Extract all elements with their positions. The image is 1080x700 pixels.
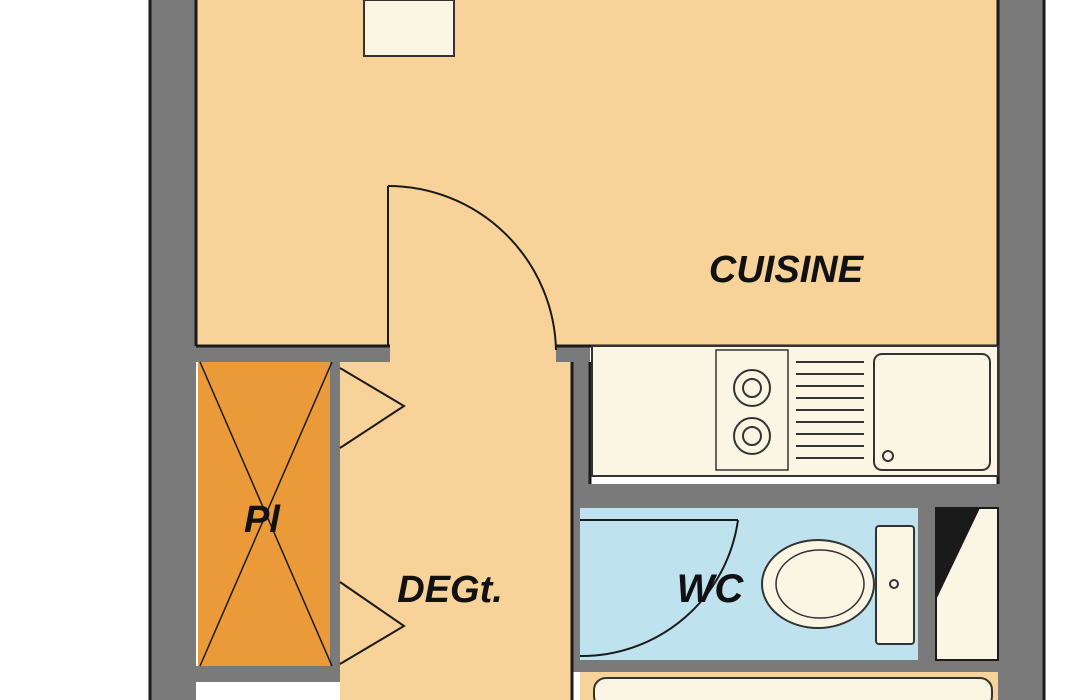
sink-drain xyxy=(882,450,894,462)
cupboard-side-wall xyxy=(330,360,340,668)
toilet-flush xyxy=(889,579,899,589)
cupboard-cross xyxy=(199,361,333,667)
toilet-bowl xyxy=(761,539,875,629)
kitchen-label: CUISINE xyxy=(709,249,865,291)
kitchen-door-jamb xyxy=(556,346,574,362)
window xyxy=(363,0,455,57)
sink-drainer xyxy=(796,361,864,459)
toilet-seat xyxy=(775,549,865,619)
cooktop xyxy=(715,349,789,471)
cupboard-jamb xyxy=(370,346,390,362)
toilet-tank xyxy=(875,525,915,645)
wc-west-wall xyxy=(572,508,580,662)
kitchen-divider-wall xyxy=(572,346,590,488)
cupboard-bottom-wall xyxy=(196,666,340,682)
hallway-label: DEGt. xyxy=(397,569,503,611)
wc-door xyxy=(579,519,739,658)
east-wall xyxy=(998,0,1044,700)
hallway-floor xyxy=(340,346,572,700)
west-wall xyxy=(150,0,196,700)
side-duct-shape xyxy=(936,508,980,600)
wc-label: WC xyxy=(677,567,745,611)
bathtub xyxy=(593,677,993,700)
kitchen-door xyxy=(387,185,557,351)
cupboard-door-arrows xyxy=(339,367,406,665)
cooktop-burners xyxy=(733,369,771,455)
cupboard-top-wall xyxy=(196,346,390,362)
cupboard-label: Pl xyxy=(244,499,281,541)
sink-basin xyxy=(873,353,991,471)
kitchen-floor xyxy=(196,0,998,346)
wc-bottom-wall xyxy=(572,660,1000,672)
wc-east-wall xyxy=(918,496,936,664)
